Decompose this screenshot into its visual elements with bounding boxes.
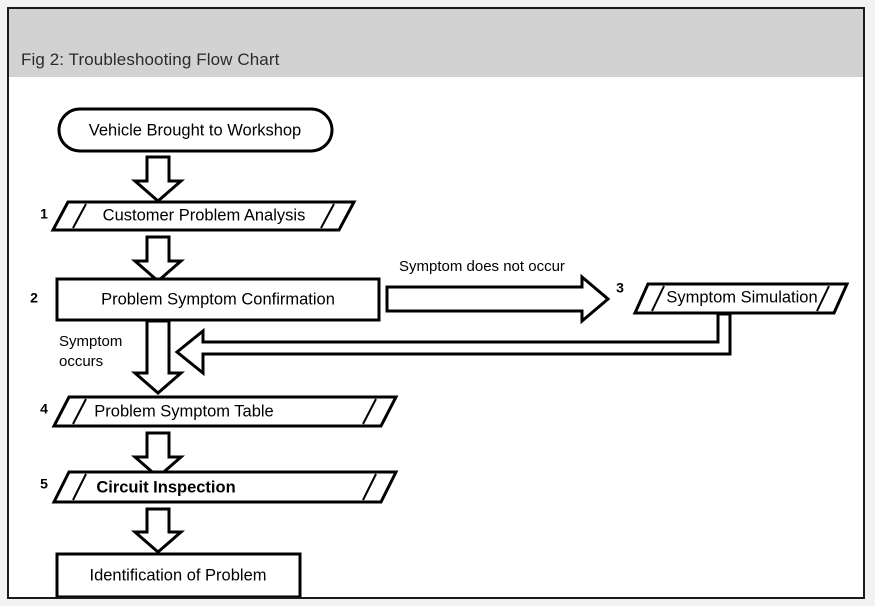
arrow-1-to-2 xyxy=(130,235,186,283)
figure-frame: Fig 2: Troubleshooting Flow Chart Vehicl… xyxy=(7,7,865,599)
node-step-4[interactable]: 4 Problem Symptom Table xyxy=(40,395,399,428)
node-start-label: Vehicle Brought to Workshop xyxy=(89,121,302,139)
arrow-5-to-6 xyxy=(130,507,186,554)
arrow-2-to-3 xyxy=(385,273,611,325)
step-number-4: 4 xyxy=(40,401,48,417)
figure-caption-text: Fig 2: Troubleshooting Flow Chart xyxy=(21,50,280,69)
edge-label-symptom-does-not-occur: Symptom does not occur xyxy=(399,258,565,275)
arrow-3-feedback-to-2 xyxy=(174,312,732,377)
figure-caption-bar: Fig 2: Troubleshooting Flow Chart xyxy=(9,9,863,77)
node-step-5-label: Circuit Inspection xyxy=(96,478,235,496)
node-step-5[interactable]: 5 Circuit Inspection xyxy=(40,470,399,504)
node-identification-of-problem-label: Identification of Problem xyxy=(89,566,266,584)
node-step-1[interactable]: 1 Customer Problem Analysis xyxy=(40,200,357,232)
node-step-4-label: Problem Symptom Table xyxy=(94,402,273,420)
step-number-3: 3 xyxy=(616,280,624,296)
step-number-2: 2 xyxy=(30,290,38,306)
arrow-start-to-1 xyxy=(130,155,186,203)
node-step-1-label: Customer Problem Analysis xyxy=(103,206,306,224)
edge-label-symptom-occurs-line2: occurs xyxy=(59,353,103,370)
arrow-2-to-4 xyxy=(130,319,186,395)
edge-label-symptom-occurs: Symptom occurs xyxy=(59,333,122,370)
node-start[interactable]: Vehicle Brought to Workshop xyxy=(57,107,334,153)
step-number-1: 1 xyxy=(40,206,48,222)
node-step-3-label: Symptom Simulation xyxy=(666,288,817,306)
flowchart-canvas: Vehicle Brought to Workshop 1 Customer P… xyxy=(9,77,863,597)
node-identification-of-problem[interactable]: Identification of Problem xyxy=(55,552,302,597)
edge-label-symptom-occurs-line1: Symptom xyxy=(59,333,122,350)
arrow-4-to-5 xyxy=(130,431,186,479)
node-step-2[interactable]: 2 Problem Symptom Confirmation xyxy=(30,277,381,322)
node-step-2-label: Problem Symptom Confirmation xyxy=(101,290,335,308)
step-number-5: 5 xyxy=(40,476,48,492)
node-step-3[interactable]: 3 Symptom Simulation xyxy=(616,280,850,315)
